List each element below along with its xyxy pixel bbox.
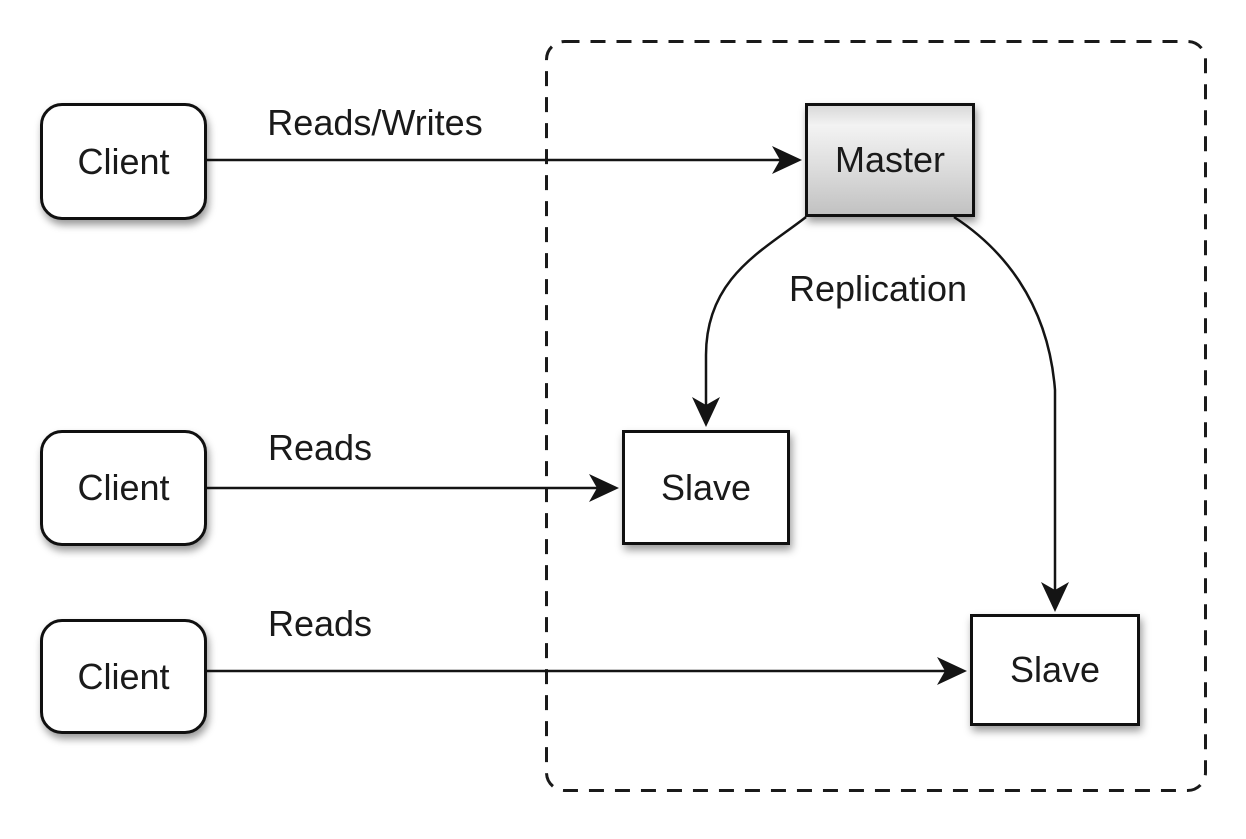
node-client-2: Client bbox=[40, 430, 207, 546]
replication-group-boundary bbox=[545, 40, 1207, 792]
edge-label-replication: Replication bbox=[788, 268, 968, 309]
arrowhead-master-slave2 bbox=[1041, 582, 1069, 612]
edge-label-reads-bottom: Reads bbox=[267, 603, 373, 644]
edge-label-reads-top: Reads bbox=[267, 427, 373, 468]
node-slave-1-label: Slave bbox=[660, 466, 752, 508]
node-client-1: Client bbox=[40, 103, 207, 220]
arrowhead-client1-master bbox=[772, 146, 802, 174]
node-client-2-label: Client bbox=[77, 467, 170, 508]
arrowhead-client2-slave1 bbox=[589, 474, 619, 502]
node-client-3: Client bbox=[40, 619, 207, 734]
edge-label-reads-writes: Reads/Writes bbox=[267, 102, 483, 143]
edge-master-slave1 bbox=[704, 216, 807, 407]
arrowhead-client3-slave2 bbox=[937, 657, 967, 685]
edge-master-slave2 bbox=[953, 215, 1057, 592]
node-master: Master bbox=[805, 103, 975, 217]
arrowhead-master-slave1 bbox=[692, 397, 720, 427]
node-master-label: Master bbox=[834, 139, 946, 180]
node-client-3-label: Client bbox=[77, 655, 170, 697]
node-client-1-label: Client bbox=[77, 140, 170, 182]
node-slave-1: Slave bbox=[622, 430, 790, 545]
node-slave-2-label: Slave bbox=[1009, 649, 1101, 690]
node-slave-2: Slave bbox=[970, 614, 1140, 726]
